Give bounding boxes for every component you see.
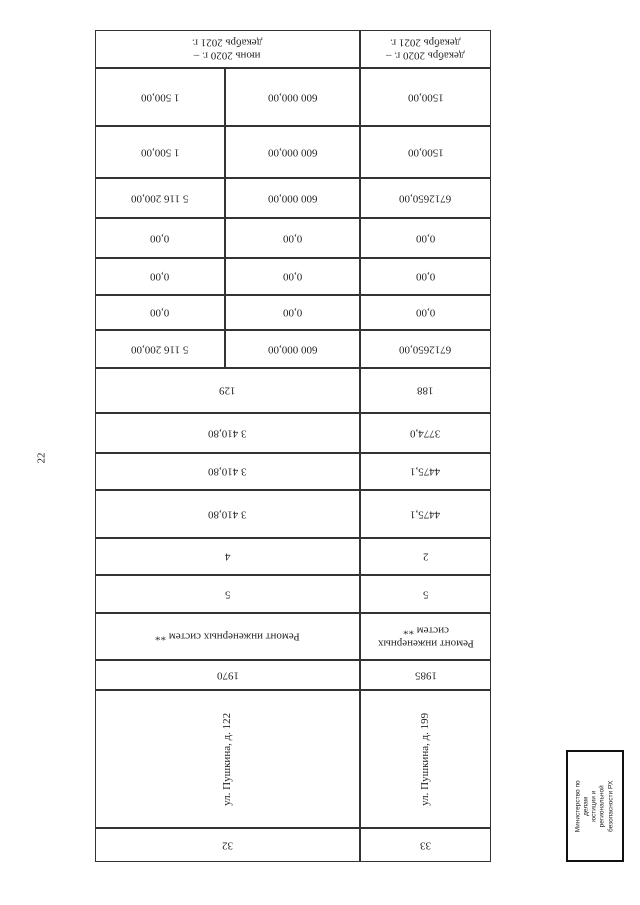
detail-cell-a: 4 [95,538,360,575]
detail-cell-a-text: 3 410,80 [208,465,247,478]
detail-cell-b-text: 188 [417,384,434,397]
address-cell-b: ул. Пушкина, д. 199 [360,690,491,828]
address-cell-a-text: ул. Пушкина, д. 122 [221,712,234,806]
money-cell-a1-text: 1 500,00 [140,91,180,104]
period-col-a: июнь 2020 г. – декабрь 2021 г. [95,30,360,68]
money-cell-b: 0,00 [360,218,491,258]
money-cell-a1-text: 0,00 [150,306,170,319]
detail-cell-b: 3774,0 [360,413,491,453]
detail-cell-b-text: 5 [422,588,429,601]
money-cell-b: 1500,00 [360,68,491,126]
detail-cell-a-text: 1970 [216,669,239,682]
detail-cell-b: 5 [360,575,491,613]
money-cell-b-text: 6712650,00 [399,192,452,205]
money-cell-a2: 0,00 [225,295,360,330]
money-cell-a1: 0,00 [95,258,225,295]
money-cell-a1-text: 5 116 200,00 [131,192,189,205]
detail-cell-b: 4475,1 [360,453,491,490]
money-cell-a2-text: 0,00 [282,232,303,245]
period-col-a-text: июнь 2020 г. – декабрь 2021 г. [192,37,263,62]
detail-cell-a-text: 4 [224,550,231,563]
money-cell-a2: 600 000,00 [225,178,360,218]
money-cell-a1: 5 116 200,00 [95,330,225,368]
money-cell-a2-text: 0,00 [282,270,303,283]
detail-cell-b-text: Ремонт инженерных систем ** [377,624,474,650]
detail-cell-a: 129 [95,368,360,413]
detail-cell-b-text: 1985 [414,669,437,682]
money-cell-b: 0,00 [360,295,491,330]
detail-cell-a: 3 410,80 [95,490,360,538]
money-cell-a2-text: 600 000,00 [267,343,318,356]
address-cell-a: ул. Пушкина, д. 122 [95,690,360,828]
money-cell-b-text: 6712650,00 [399,343,452,356]
detail-cell-b: 2 [360,538,491,575]
money-cell-a2-text: 600 000,00 [267,146,318,159]
detail-cell-b: 1985 [360,660,491,690]
detail-cell-a: 3 410,80 [95,453,360,490]
period-col-b-text: декабрь 2020 г. – декабрь 2021 г. [386,37,465,62]
money-cell-a2: 0,00 [225,218,360,258]
money-cell-b-text: 0,00 [415,306,436,319]
detail-cell-a: 3 410,80 [95,413,360,453]
money-cell-b: 0,00 [360,258,491,295]
row-number-a-text: 32 [222,839,233,852]
money-cell-a2-text: 600 000,00 [267,192,318,205]
detail-cell-b-text: 3774,0 [410,427,441,440]
detail-cell-b-text: 4475,1 [410,508,441,521]
money-cell-a1: 1 500,00 [95,126,225,178]
money-cell-b-text: 1500,00 [407,91,444,104]
money-cell-a1-text: 0,00 [150,232,170,245]
detail-cell-a: Ремонт инженерных систем ** [95,613,360,660]
stamp-text: Министерство по делам юстиции и регионал… [574,780,615,832]
money-cell-a2: 0,00 [225,258,360,295]
money-cell-a1-text: 5 116 200,00 [131,343,189,356]
detail-cell-a-text: 3 410,80 [208,508,247,521]
detail-cell-a-text: 129 [219,384,236,397]
money-cell-b-text: 0,00 [415,232,436,245]
row-number-b-text: 33 [420,839,431,852]
row-number-a: 32 [95,828,360,862]
detail-cell-a-text: 3 410,80 [208,427,247,440]
detail-cell-b-text: 2 [422,550,429,563]
detail-cell-a: 1970 [95,660,360,690]
money-cell-a2-text: 600 000,00 [267,91,318,104]
row-number-b: 33 [360,828,491,862]
page-number: 22 [35,452,48,464]
detail-cell-b: 4475,1 [360,490,491,538]
detail-cell-a-text: 5 [224,588,231,601]
detail-cell-b: 188 [360,368,491,413]
money-cell-b: 6712650,00 [360,178,491,218]
detail-cell-a: 5 [95,575,360,613]
money-cell-b: 6712650,00 [360,330,491,368]
money-cell-a1-text: 1 500,00 [140,146,180,159]
money-cell-a2: 600 000,00 [225,126,360,178]
money-cell-a2-text: 0,00 [282,306,303,319]
money-cell-a1: 0,00 [95,295,225,330]
money-cell-a1: 0,00 [95,218,225,258]
money-cell-b: 1500,00 [360,126,491,178]
money-cell-a2: 600 000,00 [225,330,360,368]
money-cell-b-text: 0,00 [415,270,436,283]
money-cell-a1-text: 0,00 [150,270,170,283]
detail-cell-a-text: Ремонт инженерных систем ** [155,630,300,643]
detail-cell-b-text: 4475,1 [410,465,441,478]
money-cell-a1: 1 500,00 [95,68,225,126]
address-cell-b-text: ул. Пушкина, д. 199 [419,712,432,806]
period-col-b: декабрь 2020 г. – декабрь 2021 г. [360,30,491,68]
detail-cell-b: Ремонт инженерных систем ** [360,613,491,660]
money-cell-a2: 600 000,00 [225,68,360,126]
money-cell-a1: 5 116 200,00 [95,178,225,218]
ministry-stamp: Министерство по делам юстиции и регионал… [566,750,624,862]
money-cell-b-text: 1500,00 [407,146,444,159]
